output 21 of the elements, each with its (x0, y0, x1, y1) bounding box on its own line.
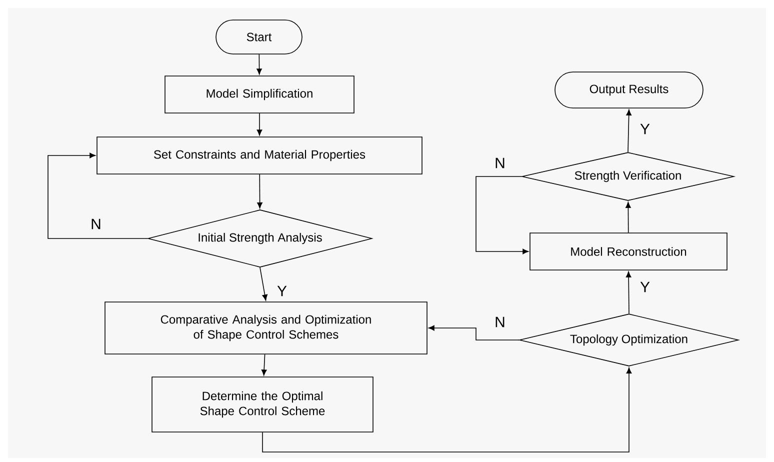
arrow (626, 109, 632, 152)
edge-label: Y (276, 284, 288, 298)
process-box: Set Constraints and Material Properties (96, 136, 422, 174)
arrow (428, 325, 520, 340)
arrow (256, 54, 262, 75)
edge-label: N (494, 316, 506, 328)
edge-label: N (494, 156, 506, 170)
arrow (262, 368, 632, 452)
process-box: Comparative Analysis and Optimization of Shape Control Schemes (104, 302, 428, 354)
arrow (256, 113, 262, 136)
edge-label: N (90, 218, 102, 230)
process-box: Determine the Optimal Shape Control Scheme (152, 376, 374, 432)
process-box: Model Simplification (164, 76, 354, 114)
arrow (626, 202, 631, 233)
arrow (476, 176, 529, 254)
arrow (257, 174, 262, 208)
arrow (48, 152, 148, 239)
arrow (626, 271, 632, 314)
process-box: Model Reconstruction (530, 232, 728, 270)
arrow (260, 267, 268, 301)
arrow (261, 354, 267, 376)
